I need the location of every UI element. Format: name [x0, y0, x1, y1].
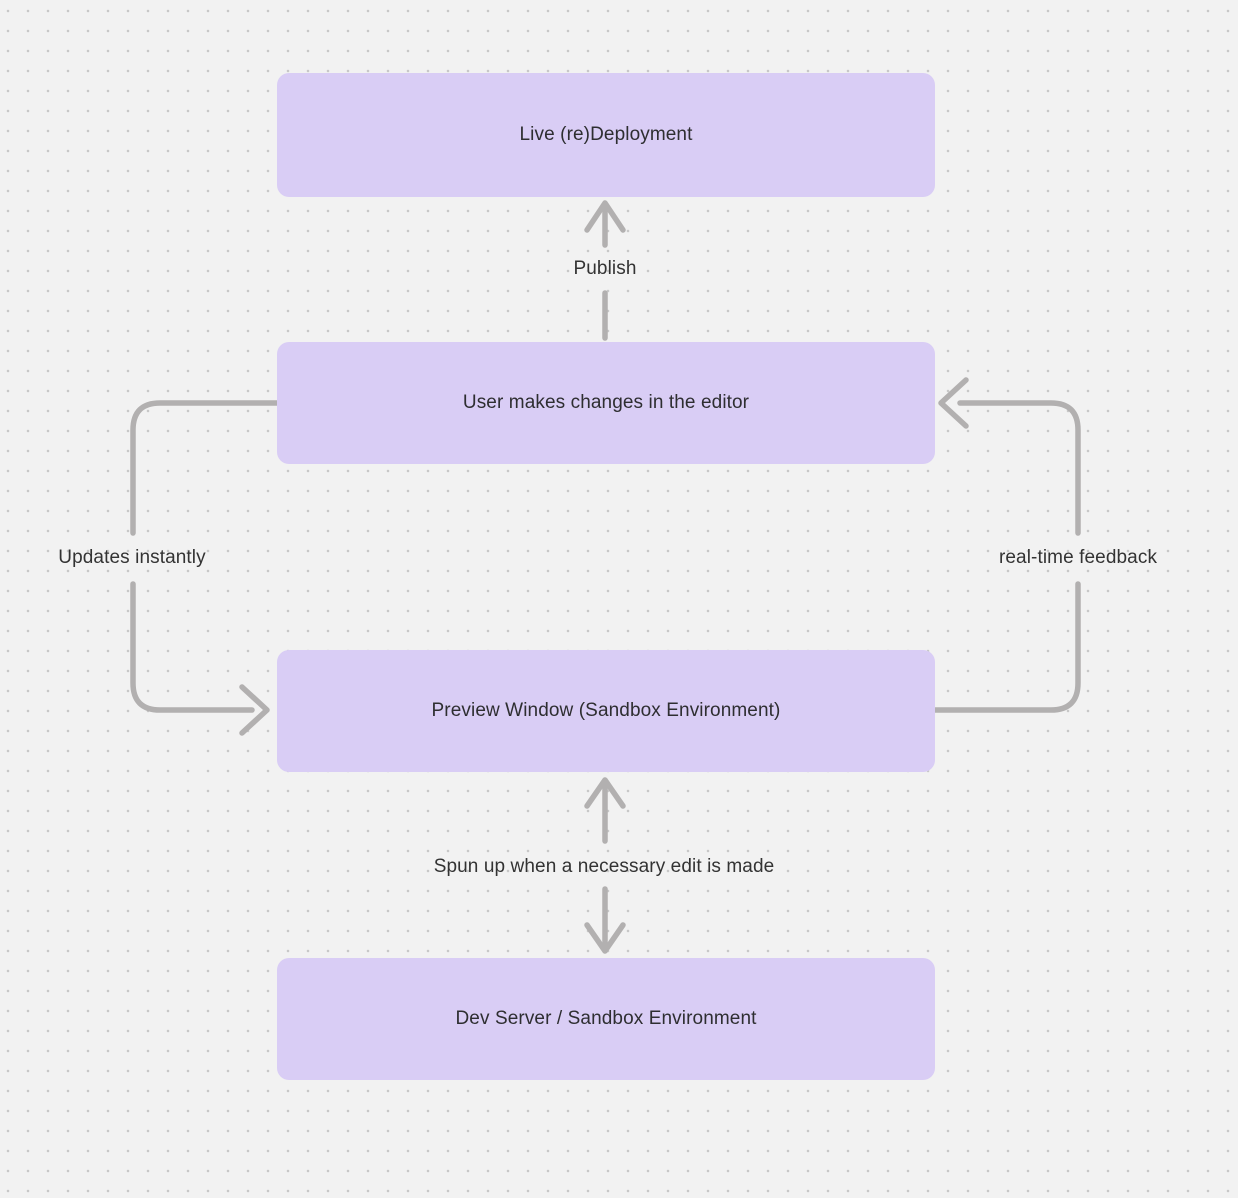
node-preview-window: Preview Window (Sandbox Environment) — [277, 650, 935, 772]
realtime-segment-top — [957, 400, 1081, 536]
updates-segment-top — [130, 400, 280, 536]
updates-arrowhead-right-icon — [239, 684, 270, 736]
edge-label-spun-up: Spun up when a necessary edit is made — [433, 856, 775, 877]
node-live-redeployment: Live (re)Deployment — [277, 73, 935, 197]
node-user-editor: User makes changes in the editor — [277, 342, 935, 464]
realtime-segment-bottom — [932, 581, 1081, 713]
spunup-arrowhead-down-icon — [584, 922, 626, 954]
updates-segment-bottom — [130, 581, 255, 713]
node-dev-server: Dev Server / Sandbox Environment — [277, 958, 935, 1080]
edge-label-publish: Publish — [573, 258, 637, 279]
edge-label-realtime-feedback: real-time feedback — [998, 547, 1158, 568]
node-dev-server-label: Dev Server / Sandbox Environment — [455, 1007, 757, 1029]
node-user-editor-label: User makes changes in the editor — [462, 391, 750, 413]
realtime-arrowhead-left-icon — [938, 377, 969, 429]
spunup-arrowhead-up-icon — [584, 777, 626, 809]
edge-realtime-feedback — [932, 377, 1081, 713]
edge-label-updates-instantly: Updates instantly — [58, 547, 206, 568]
node-live-redeployment-label: Live (re)Deployment — [519, 123, 693, 145]
node-preview-window-label: Preview Window (Sandbox Environment) — [431, 699, 781, 721]
publish-arrowhead-up-icon — [584, 200, 626, 233]
